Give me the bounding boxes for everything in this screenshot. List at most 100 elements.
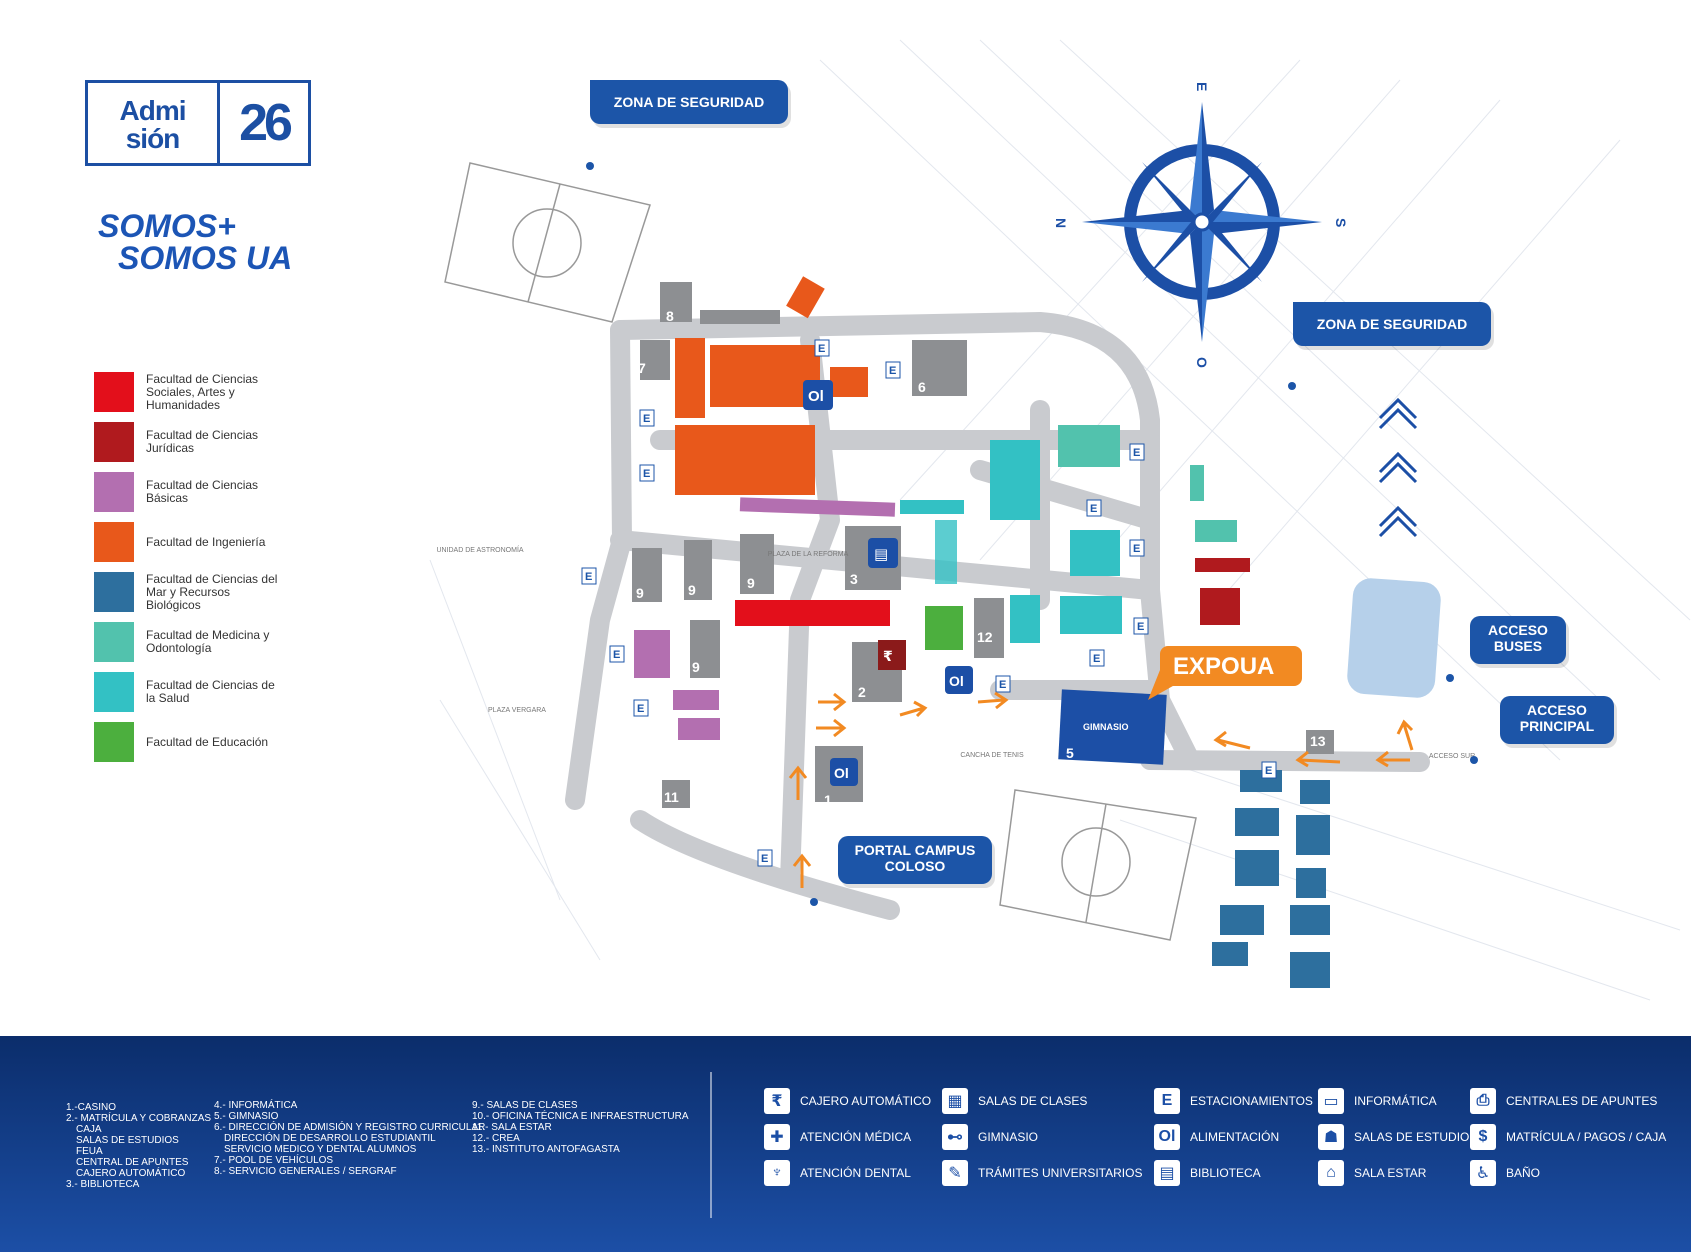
symbol-legend-label: MATRÍCULA / PAGOS / CAJA <box>1506 1130 1667 1144</box>
svg-text:E: E <box>1265 765 1272 777</box>
building-8-number: 8 <box>666 308 674 324</box>
svg-text:E: E <box>613 649 620 661</box>
parking-icon: E <box>995 675 1011 693</box>
building-list-entry: DIRECCIÓN DE DESARROLLO ESTUDIANTIL <box>224 1133 436 1144</box>
symbol-legend-item: ✎TRÁMITES UNIVERSITARIOS <box>942 1156 1154 1190</box>
building-list-entry: 9.- SALAS DE CLASES <box>472 1100 578 1111</box>
svg-text:E: E <box>818 343 825 355</box>
admision-logo: Admi sión 26 <box>85 80 311 166</box>
svg-text:E: E <box>1093 653 1100 665</box>
symbol-legend-label: ATENCIÓN DENTAL <box>800 1166 911 1180</box>
label-astronomia: UNIDAD DE ASTRONOMÍA <box>436 545 523 554</box>
logo-line2: sión <box>125 123 181 154</box>
classroom-icon: ▦ <box>942 1088 968 1114</box>
social-sciences-building <box>735 600 890 626</box>
parking-icon: E <box>633 699 649 717</box>
parking-icon: E <box>1129 539 1145 557</box>
building-3-number: 3 <box>850 571 858 587</box>
legend-item: Facultad de Educación <box>94 722 286 762</box>
building-list-entry: SALAS DE ESTUDIOS <box>76 1135 179 1146</box>
label-cancha-tenis: CANCHA DE TENIS <box>960 752 1024 759</box>
tooth-icon: ♆ <box>764 1160 790 1186</box>
building-list-entry: 3.- BIBLIOTECA <box>66 1179 140 1190</box>
parking-icon: E <box>757 849 773 867</box>
svg-text:E: E <box>761 853 768 865</box>
svg-text:E: E <box>585 571 592 583</box>
symbol-legend-item: ⎙CENTRALES DE APUNTES <box>1470 1084 1657 1118</box>
svg-text:E: E <box>637 703 644 715</box>
engineering-buildings <box>675 276 868 495</box>
symbols-legend: ₹CAJERO AUTOMÁTICO✚ATENCIÓN MÉDICA♆ATENC… <box>764 1084 1666 1192</box>
symbol-legend-label: ALIMENTACIÓN <box>1190 1130 1280 1144</box>
symbol-legend-item: ⊷GIMNASIO <box>942 1120 1154 1154</box>
svg-text:E: E <box>889 365 896 377</box>
location-pin <box>810 898 818 906</box>
building-list-entry: 4.- INFORMÁTICA <box>214 1100 298 1111</box>
legend-label: Facultad de Ciencias del Mar y Recursos … <box>146 571 278 612</box>
building-9c-number: 9 <box>747 575 755 591</box>
symbol-legend-label: BIBLIOTECA <box>1190 1166 1261 1180</box>
notes-icon: ⎙ <box>1470 1088 1496 1114</box>
soccer-field-south <box>999 789 1197 941</box>
food-markers: Ol Ol Ol <box>803 380 973 786</box>
parking-icon: E <box>814 339 830 357</box>
building-list-entry: 11.- SALA ESTAR <box>472 1122 552 1133</box>
legend-item: Facultad de Ciencias del Mar y Recursos … <box>94 572 286 612</box>
label-plaza-vergara: PLAZA VERGARA <box>488 707 546 714</box>
symbol-legend-label: INFORMÁTICA <box>1354 1094 1437 1108</box>
location-pin <box>1288 382 1296 390</box>
svg-text:E: E <box>643 413 650 425</box>
symbol-legend-item: ▦SALAS DE CLASES <box>942 1084 1154 1118</box>
symbol-legend-label: SALAS DE ESTUDIO <box>1354 1130 1470 1144</box>
parking-icon: E <box>1089 649 1105 667</box>
svg-text:E: E <box>643 468 650 480</box>
chevron-arrows <box>1378 397 1418 538</box>
symbol-legend-label: ATENCIÓN MÉDICA <box>800 1130 912 1144</box>
legend-swatch <box>94 372 134 412</box>
expoua-badge[interactable]: EXPOUA <box>1148 646 1302 700</box>
compass-north-label: N <box>1053 218 1069 228</box>
compass-rose: E N S O <box>1053 82 1349 368</box>
legend-label: Facultad de Ingeniería <box>146 534 266 549</box>
parking-icon: E <box>885 361 901 379</box>
svg-text:▤: ▤ <box>874 546 888 563</box>
legend-swatch <box>94 572 134 612</box>
svg-text:E: E <box>1133 543 1140 555</box>
svg-text:E: E <box>1137 621 1144 633</box>
building-list-entry: SERVICIO MEDICO Y DENTAL ALUMNOS <box>224 1144 417 1155</box>
building-list-entry: 5.- GIMNASIO <box>214 1111 279 1122</box>
legend-label: Facultad de Ciencias Jurídicas <box>146 428 259 455</box>
callout-zona-seguridad-east: ZONA DE SEGURIDAD <box>1293 302 1491 346</box>
parking-icon: E <box>1154 1088 1180 1114</box>
symbol-legend-item: ₹CAJERO AUTOMÁTICO <box>764 1084 942 1118</box>
food-icon: Ol <box>803 380 833 410</box>
soccer-field-north <box>444 162 651 323</box>
legend-swatch <box>94 722 134 762</box>
legend-swatch <box>94 672 134 712</box>
parking-icon: E <box>581 567 597 585</box>
callout-portal-campus-coloso: PORTAL CAMPUS COLOSO <box>838 836 992 884</box>
symbol-legend-label: CAJERO AUTOMÁTICO <box>800 1094 932 1108</box>
marine-buildings <box>1212 770 1330 988</box>
building-5-number: 5 <box>1066 745 1074 761</box>
food-icon: Ol <box>945 666 973 694</box>
dollar-icon: $ <box>1470 1124 1496 1150</box>
building-2-number: 2 <box>858 684 866 700</box>
computer-icon: ▭ <box>1318 1088 1344 1114</box>
gym-building <box>1058 689 1167 765</box>
gym-label: GIMNASIO <box>1083 722 1129 732</box>
building-4-number: 4 <box>900 599 908 615</box>
building-list-entry: 7.- POOL DE VEHÍCULOS <box>214 1155 334 1166</box>
parking-icon: E <box>1129 443 1145 461</box>
compass-east-label: E <box>1194 82 1210 91</box>
parking-markers: E E E E E E E E E E E E E E E <box>581 339 1277 867</box>
parking-icon: E <box>1261 761 1277 779</box>
building-list-entry: 2.- MATRÍCULA Y COBRANZAS <box>66 1113 212 1124</box>
tagline-line1: SOMOS+ <box>98 208 236 244</box>
building-9d-number: 9 <box>692 659 700 675</box>
education-building <box>925 606 963 650</box>
